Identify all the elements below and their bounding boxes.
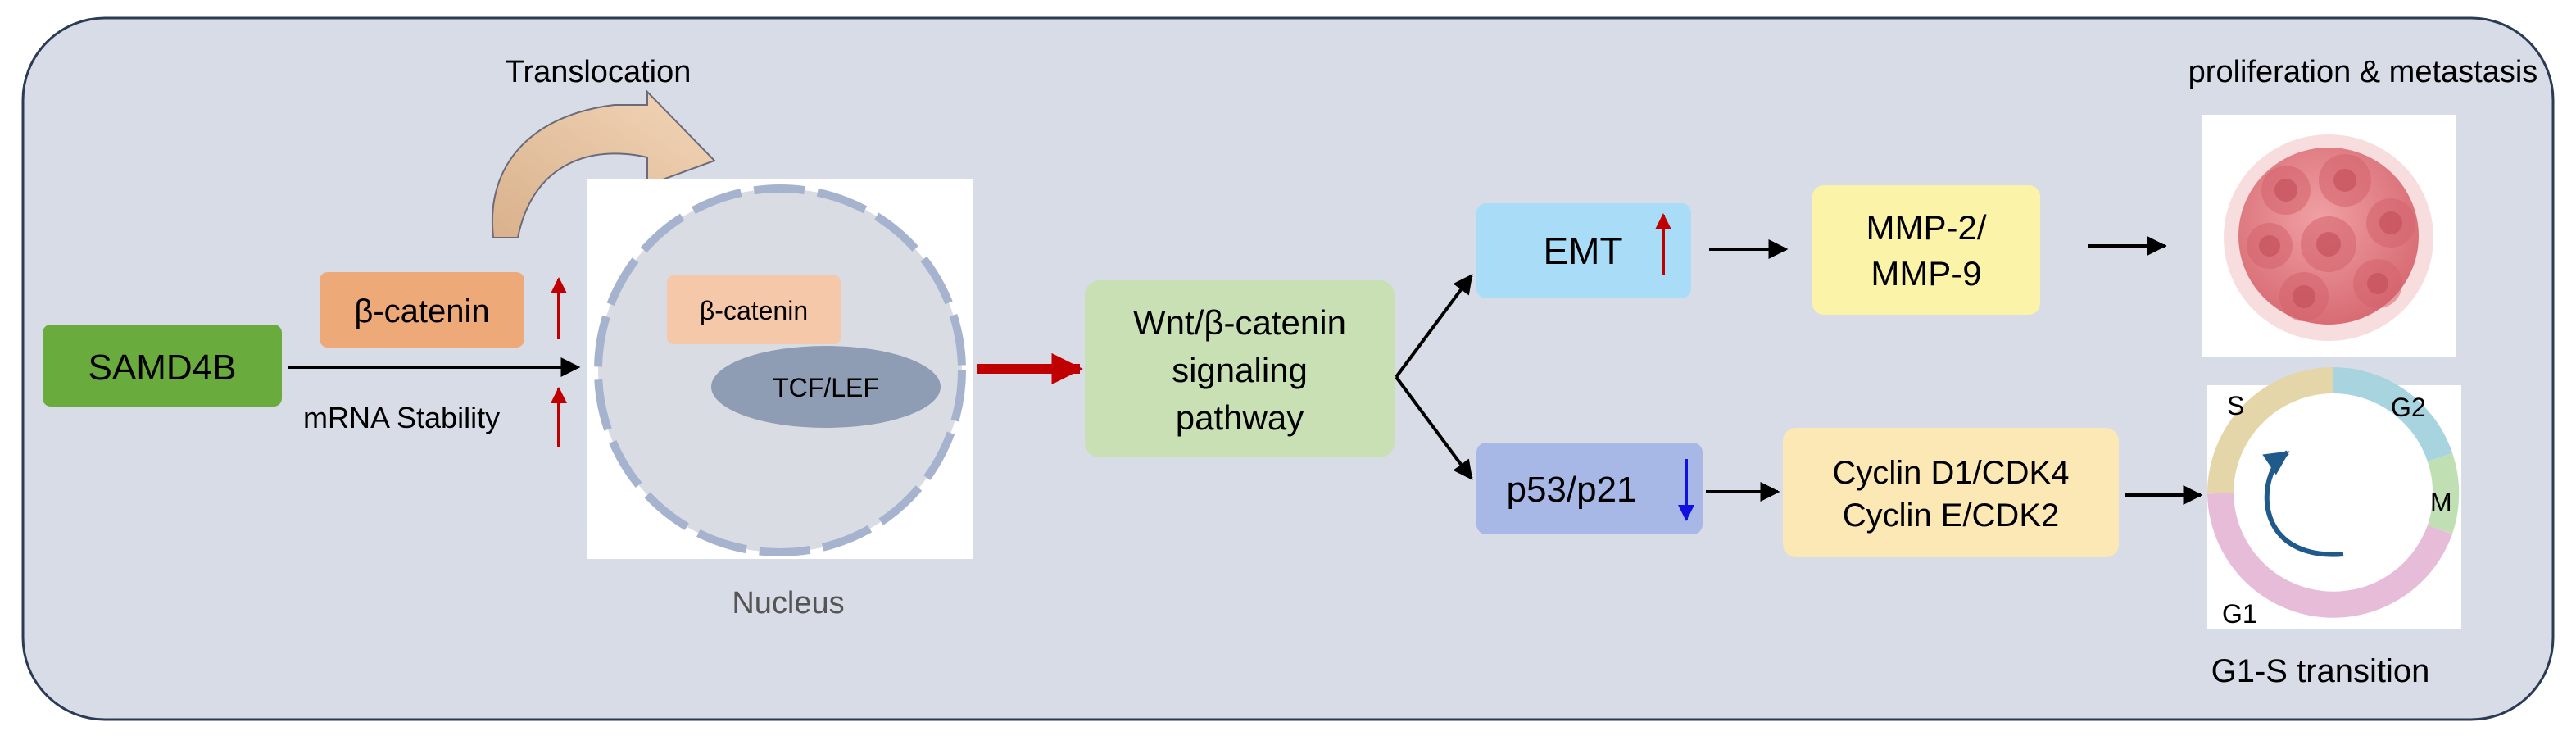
phase-m-label: M bbox=[2430, 488, 2452, 517]
wnt-pathway-node: Wnt/β-catenin signaling pathway bbox=[1085, 280, 1395, 457]
mmp-node: MMP-2/ MMP-9 bbox=[1812, 185, 2040, 315]
nucleus-beta-catenin-label: β-catenin bbox=[700, 296, 808, 325]
cancer-cells-image bbox=[2202, 115, 2456, 357]
translocation-arrow bbox=[491, 89, 716, 238]
cycle-direction-arrow bbox=[2262, 450, 2344, 557]
wnt-label-line3: pathway bbox=[1176, 398, 1304, 437]
phase-g1-label: G1 bbox=[2222, 599, 2257, 629]
nucleus-beta-catenin-node: β-catenin bbox=[667, 275, 841, 344]
emt-node: EMT bbox=[1476, 203, 1691, 298]
translocation-label: Translocation bbox=[506, 55, 692, 89]
wnt-label-line2: signaling bbox=[1172, 351, 1308, 389]
p53-p21-node: p53/p21 bbox=[1476, 443, 1703, 534]
g1-s-transition-label: G1-S transition bbox=[2211, 653, 2430, 689]
p53-p21-label: p53/p21 bbox=[1506, 470, 1636, 510]
nuclear-envelope bbox=[594, 184, 966, 556]
beta-catenin-label: β-catenin bbox=[354, 293, 489, 329]
cell-cycle-image: S G2 M G1 bbox=[2207, 367, 2461, 629]
mrna-stability-label: mRNA Stability bbox=[303, 401, 500, 434]
nucleus-label: Nucleus bbox=[732, 586, 844, 620]
cyclin-label-line1: Cyclin D1/CDK4 bbox=[1833, 455, 2070, 491]
phase-g2-arc bbox=[2333, 367, 2453, 462]
phase-g1-arc bbox=[2207, 493, 2453, 618]
wnt-to-p53-arrow bbox=[1395, 375, 1473, 480]
tcf-lef-label: TCF/LEF bbox=[773, 373, 879, 402]
samd4b-node: SAMD4B bbox=[43, 325, 282, 407]
cyclin-node: Cyclin D1/CDK4 Cyclin E/CDK2 bbox=[1783, 428, 2119, 557]
phase-g2-label: G2 bbox=[2391, 393, 2426, 422]
wnt-to-emt-arrow bbox=[1395, 274, 1473, 379]
phase-s-arc bbox=[2207, 367, 2334, 494]
phase-m-arc bbox=[2427, 452, 2460, 534]
mmp-label-line2: MMP-9 bbox=[1871, 254, 1981, 293]
cyclin-label-line2: Cyclin E/CDK2 bbox=[1843, 497, 2060, 534]
proliferation-label: proliferation & metastasis bbox=[2188, 55, 2538, 89]
wnt-label-line1: Wnt/β-catenin bbox=[1133, 303, 1346, 342]
phase-s-label: S bbox=[2227, 391, 2244, 420]
samd4b-label: SAMD4B bbox=[88, 348, 237, 388]
mmp-label-line1: MMP-2/ bbox=[1866, 208, 1987, 247]
beta-catenin-node: β-catenin bbox=[320, 272, 524, 348]
tcf-lef-node: TCF/LEF bbox=[711, 346, 941, 428]
emt-label: EMT bbox=[1543, 229, 1622, 272]
